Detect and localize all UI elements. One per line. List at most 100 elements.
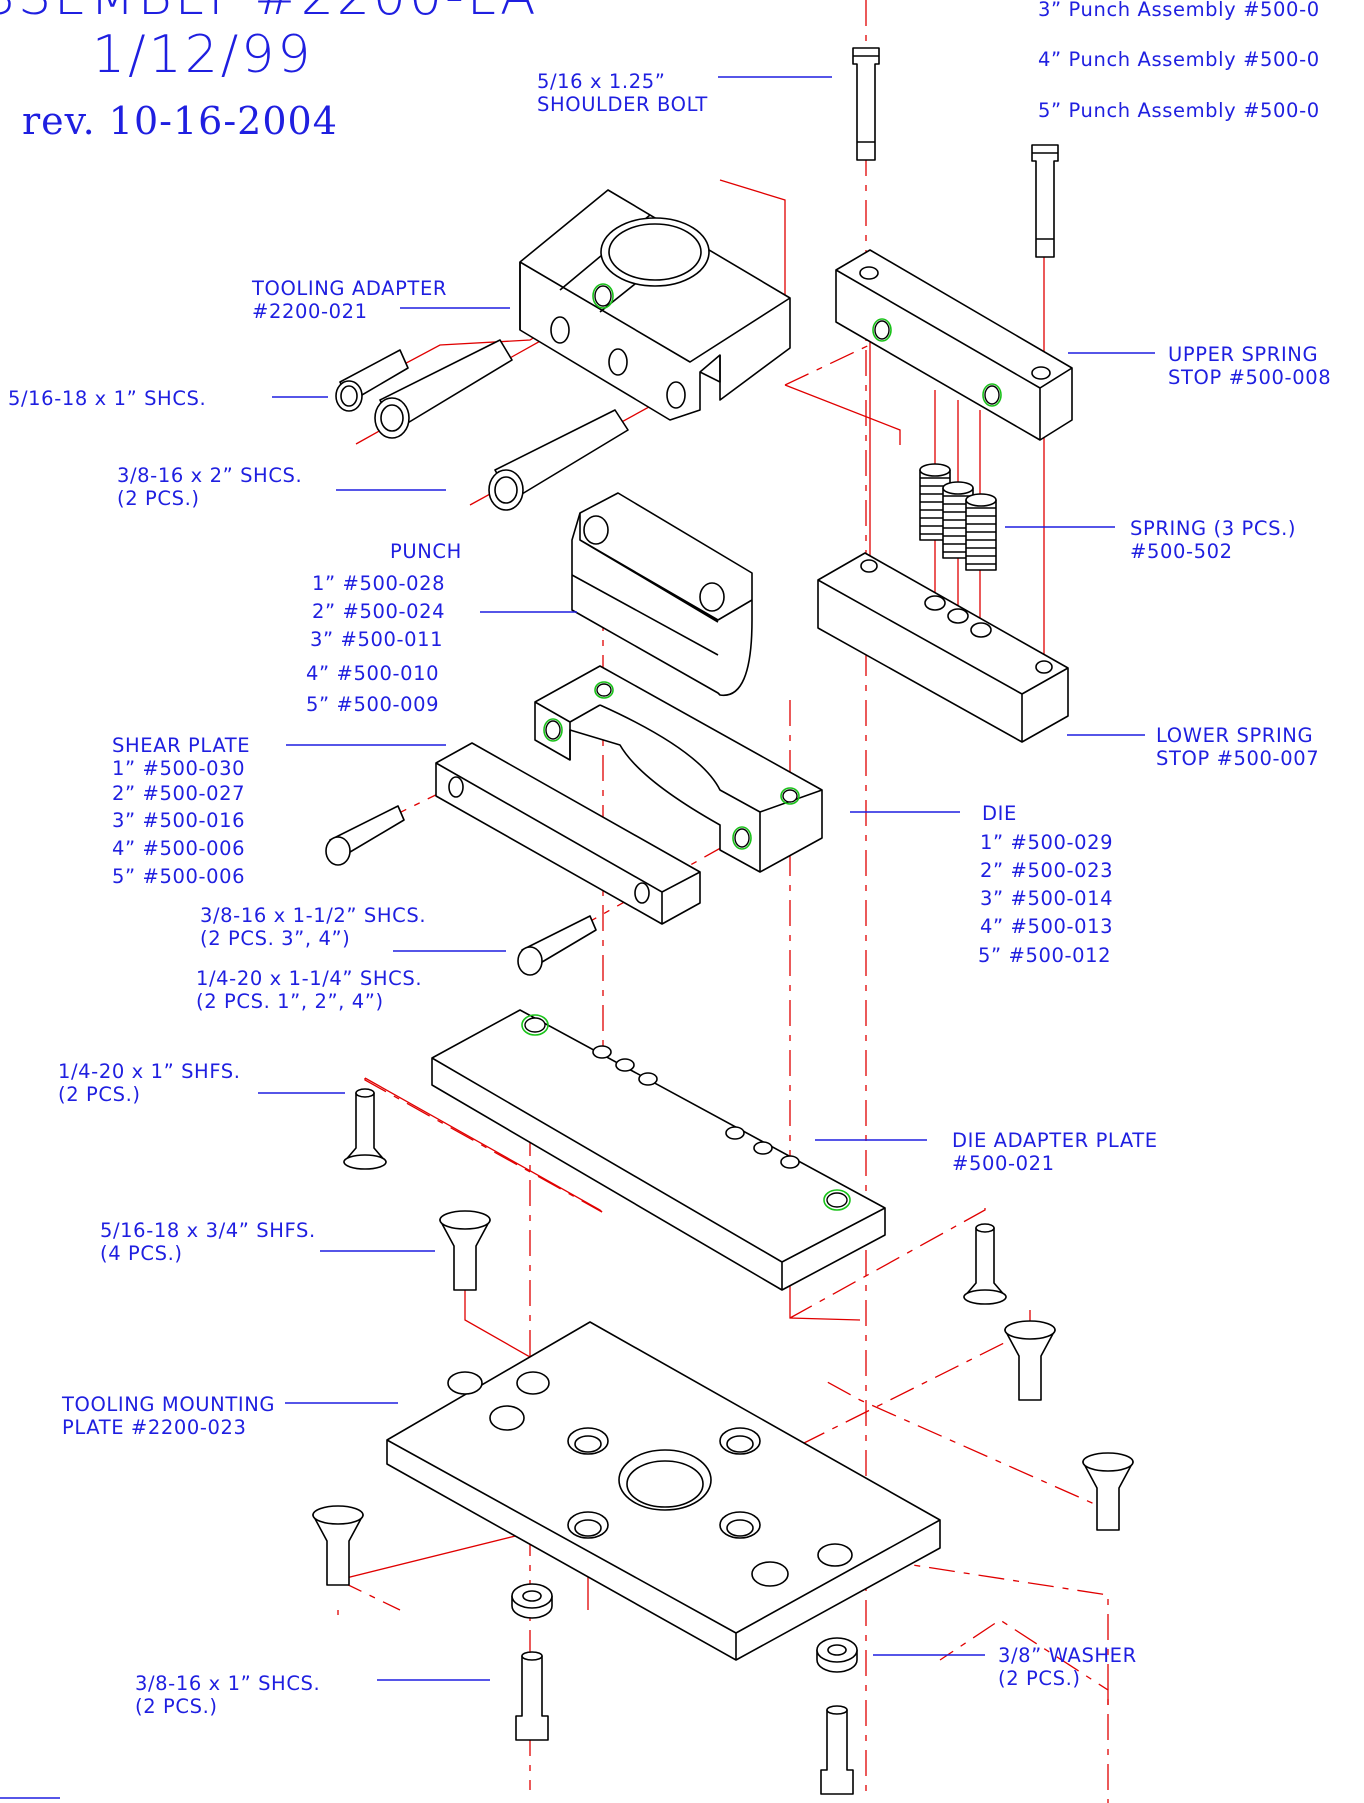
svg-text:1/4-20 x 1” SHFS.: 1/4-20 x 1” SHFS.	[58, 1060, 241, 1083]
tooling-adapter-block	[519, 189, 791, 421]
svg-text:#500-021: #500-021	[952, 1152, 1055, 1175]
svg-text:3” #500-016: 3” #500-016	[112, 809, 245, 832]
svg-text:(2 PCS.): (2 PCS.)	[117, 487, 200, 510]
callout-labels: 5/16 x 1.25” SHOULDER BOLT TOOLING ADAPT…	[8, 70, 1331, 1718]
shcs-3-8-screw-b	[488, 409, 629, 511]
svg-text:DIE: DIE	[982, 802, 1017, 825]
leader-lines	[258, 76, 1155, 1681]
svg-text:#2200-021: #2200-021	[252, 300, 368, 323]
label-shear-plate: SHEAR PLATE 1” #500-030 2” #500-027 3” #…	[112, 734, 250, 888]
svg-text:TOOLING MOUNTING: TOOLING MOUNTING	[61, 1393, 275, 1416]
tooling-mounting-plate-block	[386, 1321, 941, 1661]
die-adapter-plate-block	[431, 1009, 886, 1291]
svg-text:TOOLING ADAPTER: TOOLING ADAPTER	[251, 277, 447, 300]
svg-text:3/8-16 x 1-1/2” SHCS.: 3/8-16 x 1-1/2” SHCS.	[200, 904, 426, 927]
label-spring: SPRING (3 PCS.) #500-502	[1130, 517, 1296, 563]
svg-text:5” #500-006: 5” #500-006	[112, 865, 245, 888]
springs	[919, 463, 997, 571]
path-adapter-stop	[784, 384, 901, 445]
svg-text:3” #500-014: 3” #500-014	[980, 887, 1113, 910]
label-shoulder-bolt: 5/16 x 1.25” SHOULDER BOLT	[537, 70, 708, 116]
label-washer: 3/8” WASHER (2 PCS.)	[998, 1644, 1137, 1690]
shfs-5-16-screw-2	[1004, 1320, 1056, 1401]
label-shcs-3-8-1: 3/8-16 x 1” SHCS. (2 PCS.)	[135, 1672, 320, 1718]
path-shfs-left-solid	[364, 1077, 603, 1213]
label-tooling-adapter: TOOLING ADAPTER #2200-021	[251, 277, 447, 323]
svg-text:SPRING (3 PCS.): SPRING (3 PCS.)	[1130, 517, 1296, 540]
svg-text:(2 PCS.): (2 PCS.)	[135, 1695, 218, 1718]
svg-text:UPPER SPRING: UPPER SPRING	[1168, 343, 1318, 366]
svg-text:#500-502: #500-502	[1130, 540, 1233, 563]
svg-text:2” #500-027: 2” #500-027	[112, 782, 245, 805]
punch-block	[571, 492, 753, 697]
label-shcs-5-16: 5/16-18 x 1” SHCS.	[8, 387, 206, 410]
label-lower-spring-stop: LOWER SPRING STOP #500-007	[1156, 724, 1319, 770]
svg-text:SHEAR PLATE: SHEAR PLATE	[112, 734, 250, 757]
path-shfs-right	[789, 1208, 986, 1319]
svg-text:3/8” WASHER: 3/8” WASHER	[998, 1644, 1137, 1667]
washer-right	[816, 1637, 858, 1673]
svg-text:(4 PCS.): (4 PCS.)	[100, 1242, 183, 1265]
path-adapter-top	[719, 179, 786, 318]
svg-text:1” #500-028: 1” #500-028	[312, 572, 445, 595]
svg-text:(2 PCS. 1”, 2”, 4”): (2 PCS. 1”, 2”, 4”)	[196, 990, 384, 1013]
punch-assembly-list: 3” Punch Assembly #500-0 4” Punch Assemb…	[1038, 0, 1320, 122]
svg-text:1” #500-030: 1” #500-030	[112, 757, 245, 780]
shfs-5-16-screw-1	[439, 1210, 491, 1291]
punch-assembly-5: 5” Punch Assembly #500-0	[1038, 99, 1320, 122]
path-die-plate-right	[789, 1280, 861, 1321]
shcs-3-8-screw-a	[374, 339, 513, 439]
shoulder-bolt	[852, 47, 880, 161]
svg-text:5/16-18 x 3/4” SHFS.: 5/16-18 x 3/4” SHFS.	[100, 1219, 316, 1242]
assembly-date: 1/12/99	[92, 25, 313, 85]
svg-text:2” #500-024: 2” #500-024	[312, 600, 445, 623]
svg-text:(2 PCS.): (2 PCS.)	[998, 1667, 1081, 1690]
label-shcs-3-8-1-5: 3/8-16 x 1-1/2” SHCS. (2 PCS. 3”, 4”)	[200, 904, 426, 950]
svg-text:1/4-20 x 1-1/4” SHCS.: 1/4-20 x 1-1/4” SHCS.	[196, 967, 422, 990]
label-shfs-1-4: 1/4-20 x 1” SHFS. (2 PCS.)	[58, 1060, 241, 1106]
svg-text:3” #500-011: 3” #500-011	[310, 628, 443, 651]
shfs-5-16-screw-4	[312, 1505, 364, 1586]
svg-text:PUNCH: PUNCH	[390, 540, 462, 563]
shfs-1-4-screw	[343, 1088, 387, 1170]
svg-text:5/16 x 1.25”: 5/16 x 1.25”	[537, 70, 665, 93]
svg-text:4” #500-013: 4” #500-013	[980, 915, 1113, 938]
svg-text:SHOULDER BOLT: SHOULDER BOLT	[537, 93, 708, 116]
svg-text:5” #500-009: 5” #500-009	[306, 693, 439, 716]
spring-3	[965, 493, 997, 571]
svg-text:4” #500-006: 4” #500-006	[112, 837, 245, 860]
title-block: SSEMBLY #2200-LA 1/12/99 rev. 10-16-2004	[0, 0, 536, 143]
label-die: DIE 1” #500-029 2” #500-023 3” #500-014 …	[978, 802, 1113, 967]
svg-text:PLATE #2200-023: PLATE #2200-023	[62, 1416, 247, 1439]
shoulder-bolt-right	[1031, 144, 1059, 258]
die-block	[534, 665, 823, 873]
revision-date: rev. 10-16-2004	[22, 99, 338, 143]
label-tooling-mounting-plate: TOOLING MOUNTING PLATE #2200-023	[61, 1393, 275, 1439]
path-stop-link	[784, 339, 881, 386]
label-shcs-1-4-1-25: 1/4-20 x 1-1/4” SHCS. (2 PCS. 1”, 2”, 4”…	[196, 967, 422, 1013]
shcs-3-8-1-screw-left	[515, 1651, 549, 1741]
lower-spring-stop-block	[817, 552, 1069, 743]
label-shfs-5-16: 5/16-18 x 3/4” SHFS. (4 PCS.)	[100, 1219, 316, 1265]
path-mount-9	[939, 1619, 1109, 1705]
svg-text:(2 PCS. 3”, 4”): (2 PCS. 3”, 4”)	[200, 927, 350, 950]
svg-text:(2 PCS.): (2 PCS.)	[58, 1083, 141, 1106]
shcs-shear-plate-screw	[325, 805, 405, 866]
shfs-1-4-screw-right	[963, 1223, 1007, 1305]
label-upper-spring-stop: UPPER SPRING STOP #500-008	[1168, 343, 1331, 389]
washer-left	[511, 1583, 553, 1619]
label-shcs-3-8-2: 3/8-16 x 2” SHCS. (2 PCS.)	[117, 464, 302, 510]
label-punch: PUNCH 1” #500-028 2” #500-024 3” #500-01…	[306, 540, 462, 716]
shcs-5-16-screw	[335, 349, 409, 412]
svg-text:5/16-18 x 1” SHCS.: 5/16-18 x 1” SHCS.	[8, 387, 206, 410]
shear-plate-block	[435, 742, 701, 925]
label-die-adapter-plate: DIE ADAPTER PLATE #500-021	[952, 1129, 1158, 1175]
svg-text:2” #500-023: 2” #500-023	[980, 859, 1113, 882]
svg-text:DIE ADAPTER PLATE: DIE ADAPTER PLATE	[952, 1129, 1158, 1152]
shcs-3-8-1-screw-right	[820, 1705, 854, 1795]
svg-text:1” #500-029: 1” #500-029	[980, 831, 1113, 854]
punch-assembly-3: 3” Punch Assembly #500-0	[1038, 0, 1320, 21]
svg-text:4” #500-010: 4” #500-010	[306, 662, 439, 685]
svg-text:5” #500-012: 5” #500-012	[978, 944, 1111, 967]
